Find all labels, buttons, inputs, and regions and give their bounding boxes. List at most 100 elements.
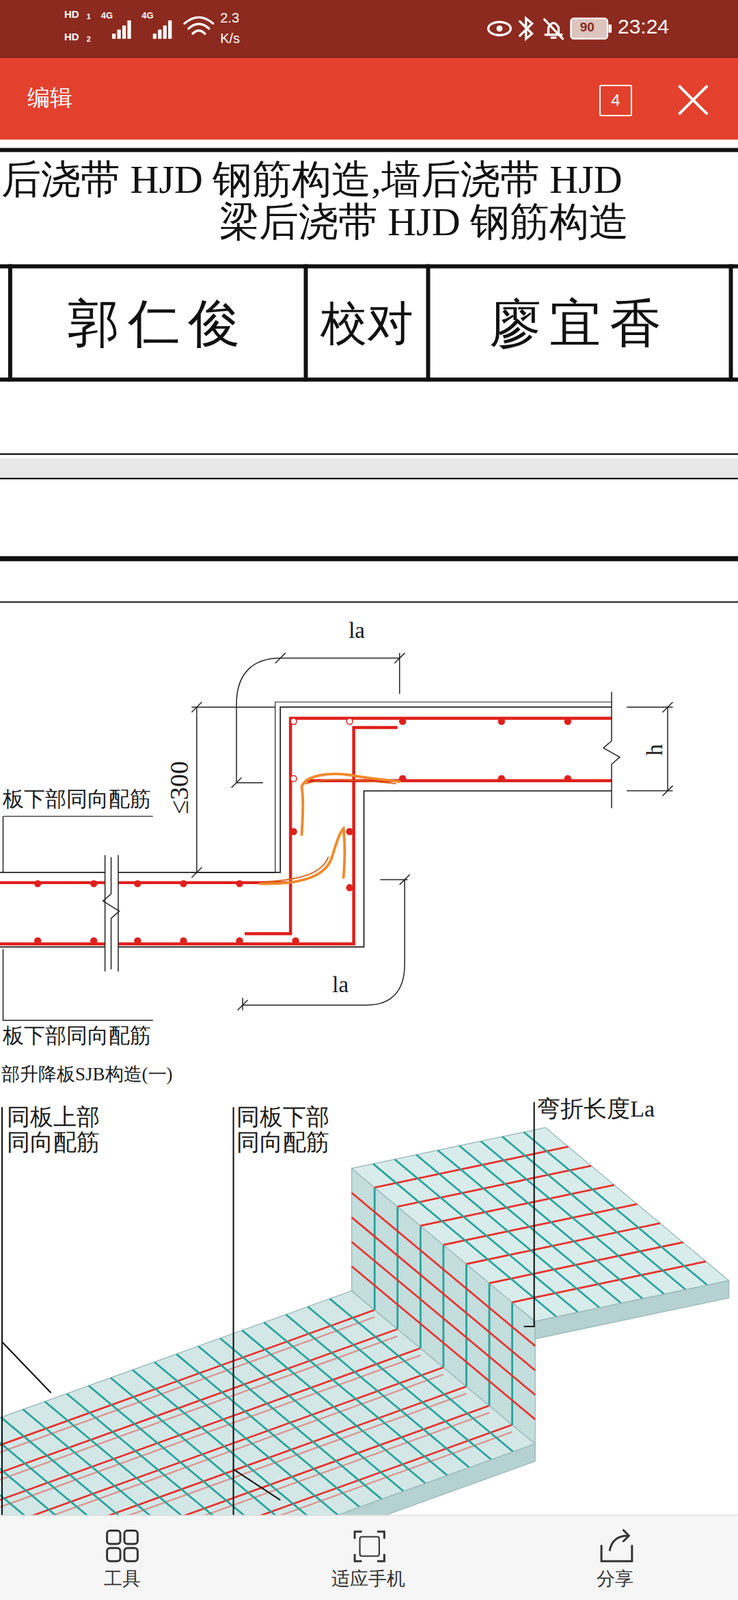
network-speed: K/s (220, 30, 240, 46)
section-drawing-part-part (0, 790, 612, 947)
rebar-line (397, 1206, 399, 1329)
rebar-line (0, 1424, 163, 1515)
table-cell-text: 廖宜香 (489, 297, 670, 350)
rebar-line (23, 1408, 208, 1515)
document-title: 梁后浇带 HJD 钢筋构造 (219, 200, 629, 244)
section-drawing-part-part (191, 701, 202, 878)
toolbar-label: 工具 (103, 1568, 141, 1589)
rebar-line (4, 1373, 443, 1515)
dimension-label: ≤300 (165, 760, 195, 814)
rebar-line (511, 1301, 513, 1425)
section-drawing-part-part (133, 936, 141, 944)
rebar-line (394, 1158, 579, 1312)
section-drawing-part-part (399, 717, 406, 725)
section-drawing-part-part (289, 827, 297, 835)
dimension-label: la (332, 971, 349, 997)
section-drawing-part-part (0, 727, 398, 943)
document-title: 后浇带 HJD 钢筋构造,墙后浇带 HJD (1, 157, 623, 202)
bottom-toolbar-part-part (107, 1547, 121, 1561)
status-bar-part (608, 24, 612, 33)
section-drawing-part-part (235, 936, 243, 944)
status-bar-part-part (112, 33, 116, 39)
status-icon-text: 2 (86, 34, 91, 44)
table-cell: 廖宜香 (430, 269, 730, 378)
bottom-toolbar-part-part (360, 1535, 380, 1555)
table-cell-text: 郭仁俊 (67, 297, 249, 350)
status-bar-part (496, 25, 503, 32)
section-drawing-part-part (237, 997, 249, 1010)
rebar-line (511, 1301, 514, 1425)
rebar-line (465, 1263, 468, 1386)
status-bar-part-part (157, 29, 162, 39)
status-bar-part-part (192, 30, 205, 34)
document-rules-part (304, 264, 309, 382)
section-drawing-part-part (290, 718, 297, 725)
app-bar (0, 58, 738, 152)
battery-level: 90 (580, 20, 595, 35)
document-rules-part (426, 264, 431, 382)
section-drawing-part-part (564, 717, 572, 725)
section-drawing-part-part (0, 706, 612, 872)
section-drawing-part-part (235, 879, 243, 887)
section-drawing-part-part (498, 774, 505, 782)
section-drawing-part-part (244, 718, 612, 934)
section-drawing-part-part (2, 948, 153, 1020)
status-icon-text: 1 (86, 12, 91, 21)
section-drawing-part (0, 718, 612, 944)
network-speed: 2.3 (220, 10, 240, 26)
rebar-line (442, 1244, 445, 1367)
document-rules (0, 264, 738, 603)
rebar-line (88, 1385, 273, 1515)
section-drawing-part-part (242, 873, 410, 1005)
rebar-3d-illustration (0, 1126, 730, 1515)
section-drawing-part-part (191, 706, 275, 872)
status-bar-part-part (117, 29, 121, 39)
network-type: 4G (141, 10, 154, 21)
rebar-line (416, 1154, 600, 1308)
section-drawing-part-part (291, 936, 299, 944)
rebar-line (459, 1145, 644, 1299)
section-drawing-part-part (603, 691, 620, 808)
section-drawing-part-part (34, 879, 41, 887)
rebar-line (488, 1282, 491, 1405)
rebar-line (524, 1131, 708, 1285)
app-bar-part (678, 85, 708, 115)
rebar-line (0, 1432, 141, 1515)
section-drawing-part-part (259, 828, 345, 884)
toolbar-label: 分享 (596, 1568, 634, 1589)
status-bar-part-part (544, 19, 564, 39)
rebar-note: 同板下部 同向配筋 (236, 1103, 337, 1155)
rebar-line (110, 1376, 295, 1515)
document-rules-part (8, 264, 13, 382)
section-drawing-part (259, 773, 400, 884)
section-drawing-part-part (626, 706, 673, 790)
rebar-line (419, 1225, 421, 1348)
app-bar-part (0, 58, 738, 140)
status-bar-part-part (122, 25, 126, 39)
section-drawing-part-part (90, 936, 98, 944)
rebar-line (45, 1400, 229, 1515)
document-rules-part (0, 601, 738, 603)
section-drawing-part-part (498, 717, 505, 725)
section-drawing-part (0, 701, 612, 947)
section-drawing (0, 652, 674, 1020)
section-drawing-part-part (280, 652, 400, 694)
bottom-toolbar (0, 1514, 738, 1599)
document-rules-part (0, 477, 738, 480)
status-bar-part (570, 18, 608, 39)
rebar-line (0, 1335, 398, 1494)
bottom-toolbar-part (0, 1514, 738, 1599)
status-bar-part-part (188, 23, 210, 29)
section-drawing-part-part (90, 879, 98, 887)
rebar-line (481, 1140, 665, 1294)
rebar-note: 同板上部 同向配筋 (6, 1103, 107, 1155)
rebar-note: 板下部同向配筋 (2, 1023, 152, 1047)
section-drawing-part (103, 691, 620, 972)
status-icon-text: HD (64, 8, 80, 21)
figure-caption: 部升降板SJB构造(一) (1, 1063, 173, 1085)
section-drawing-part-part (2, 815, 153, 872)
rebar-line (465, 1263, 467, 1386)
section-drawing-part-part (290, 774, 297, 782)
section-drawing-part-part (345, 827, 353, 835)
